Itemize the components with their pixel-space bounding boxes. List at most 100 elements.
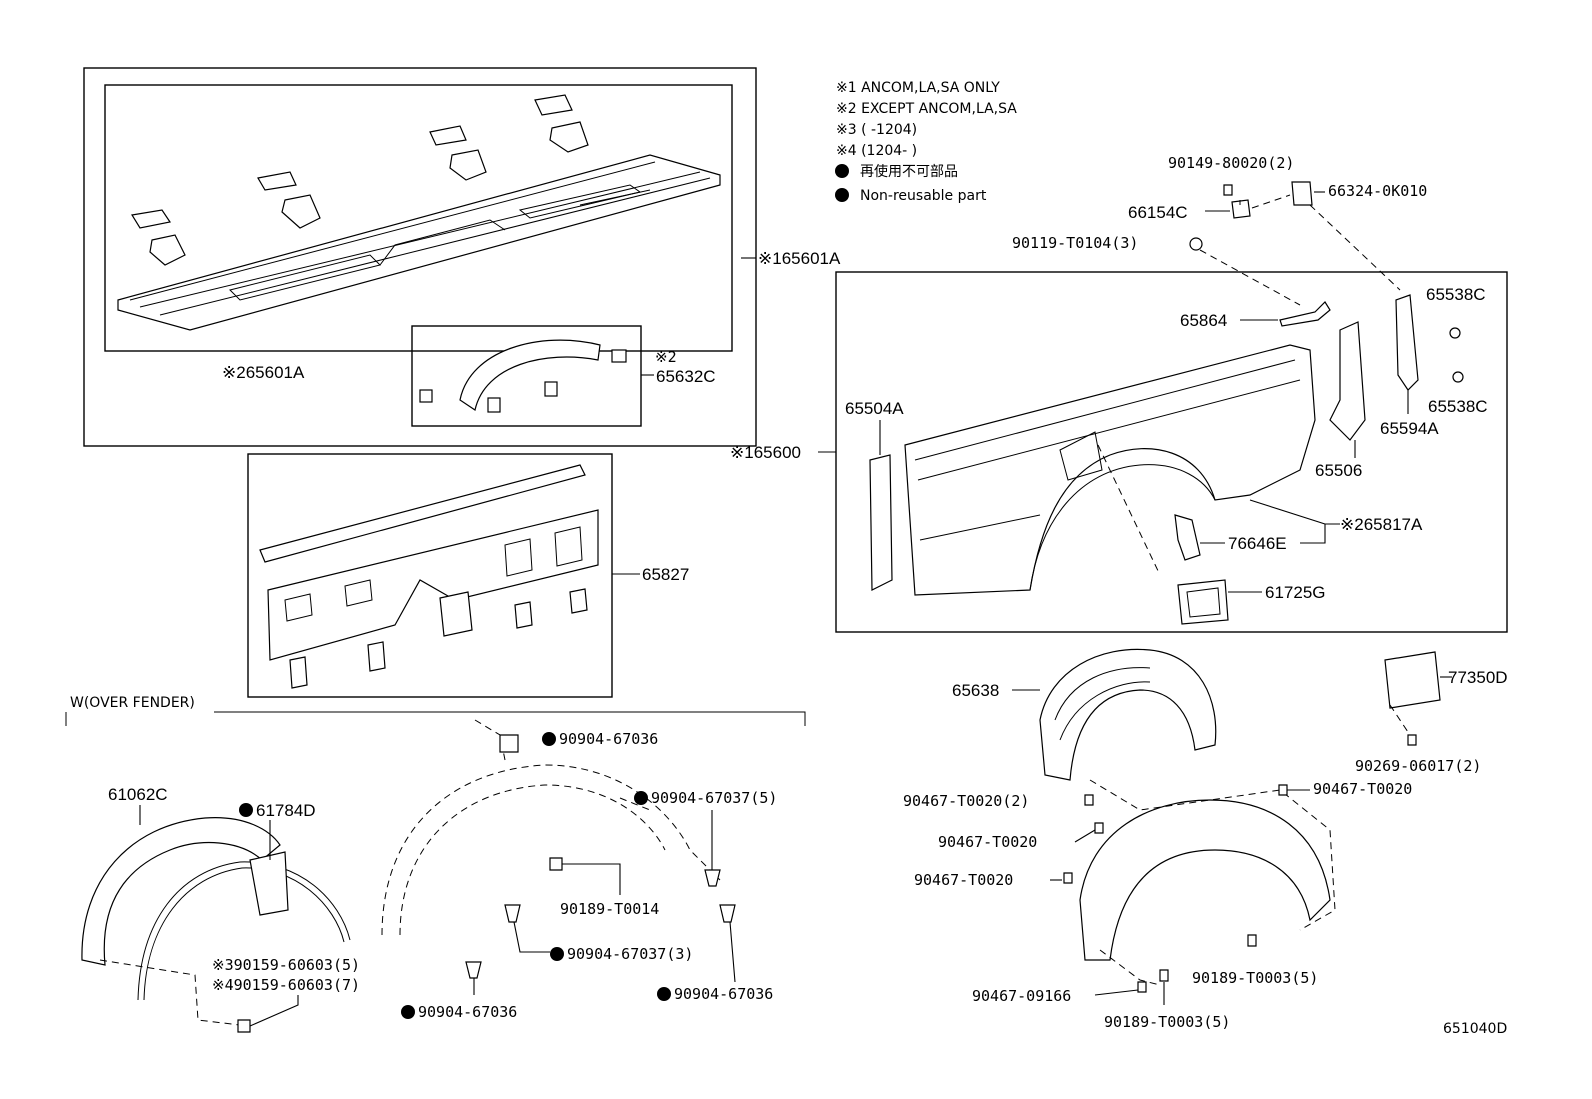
label-90189-T0003-a: 90189-T0003(5): [1192, 969, 1318, 987]
part-61725G-drawing: [1177, 579, 1229, 625]
label-65817A: ※265817A: [1340, 515, 1423, 534]
floor-brackets: [131, 94, 589, 266]
label-90467-T0020-b: 90467-T0020: [1313, 780, 1412, 798]
inner-box-floor: [104, 84, 733, 352]
note-4: ※4 (1204- ): [836, 143, 917, 159]
label-90467-T0020-2: 90467-T0020(2): [903, 792, 1029, 810]
label-66154C: 66154C: [1128, 203, 1188, 222]
non-reusable-dot-icon: [542, 732, 556, 746]
fender-liner-outline-drawing: [381, 764, 721, 936]
group-65638-liner: 65638 77350D 90269-06017(2): [952, 648, 1508, 781]
label-65827: 65827: [642, 565, 689, 584]
label-90904-67037-3: 90904-67037(3): [567, 945, 693, 963]
label-90189-T0014: 90189-T0014: [560, 900, 659, 918]
part-65594A-drawing: [1395, 294, 1419, 391]
clip-90904-67037-icon: [704, 869, 721, 887]
label-90119-T0104: 90119-T0104(3): [1012, 234, 1138, 252]
label-90159-60603-7: ※490159-60603(7): [212, 976, 360, 994]
label-65594A: 65594A: [1380, 419, 1439, 438]
label-90149-80020: 90149-80020(2): [1168, 154, 1294, 172]
label-61784D: 61784D: [256, 801, 316, 820]
non-reusable-dot-icon: [835, 164, 849, 178]
label-61725G: 61725G: [1265, 583, 1326, 602]
note-3: ※3 ( -1204): [836, 122, 917, 138]
clip-90467-icon: [1063, 872, 1073, 884]
label-90904-67036-b: 90904-67036: [418, 1003, 517, 1021]
floor-panel-drawing: [117, 154, 721, 331]
note-5: 再使用不可部品: [860, 163, 958, 180]
label-65601A-2: ※265601A: [222, 363, 305, 382]
wheel-arch-bracket-drawing: [419, 339, 627, 413]
part-65864-drawing: [1279, 301, 1331, 327]
label-90467-T0020-c: 90467-T0020: [938, 833, 1037, 851]
clip-90467-icon: [1278, 784, 1288, 796]
lid-77350D-drawing: [1384, 651, 1441, 709]
note-2: ※2 EXCEPT ANCOM,LA,SA: [836, 101, 1017, 117]
clip-90159-icon: [237, 1019, 251, 1033]
screw-90149-icon: [1223, 184, 1233, 196]
clip-90904-67036-icon: [465, 961, 482, 979]
liner-lower-drawing: [1079, 799, 1331, 961]
label-65601A-1: ※165601A: [758, 249, 841, 268]
label-61062C: 61062C: [108, 785, 168, 804]
group-65600: ※165600 65504A 65864 65506 65594A 65538C…: [730, 271, 1508, 633]
label-90189-T0003-b: 90189-T0003(5): [1104, 1013, 1230, 1031]
liner-65638-drawing: [1039, 648, 1217, 781]
bracket-66154C-icon: [1231, 199, 1251, 219]
clip-90467-icon: [1094, 822, 1104, 834]
label-90904-67037-5: 90904-67037(5): [651, 789, 777, 807]
label-65538C-b: 65538C: [1428, 397, 1488, 416]
label-65506: 65506: [1315, 461, 1362, 480]
note-6: Non-reusable part: [860, 188, 987, 204]
label-65638: 65638: [952, 681, 999, 700]
group-65827: 65827: [247, 453, 689, 698]
molding-61784D-drawing: [137, 861, 351, 1001]
label-65504A: 65504A: [845, 399, 904, 418]
clip-90904-67037-icon: [504, 904, 521, 923]
group-65601A: ※165601A ※265601A ※2 65632C: [83, 67, 841, 447]
group-top-right-fasteners: 90149-80020(2) 66324-0K010 66154C 90119-…: [1012, 154, 1427, 306]
label-65538C-a: 65538C: [1426, 285, 1486, 304]
clip-90904-67036-icon: [719, 904, 736, 923]
label-90467-09166: 90467-09166: [972, 987, 1071, 1005]
label-90467-T0020-d: 90467-T0020: [914, 871, 1013, 889]
non-reusable-dot-icon: [835, 188, 849, 202]
label-65632C: 65632C: [656, 367, 716, 386]
non-reusable-dot-icon: [634, 791, 648, 805]
group-bottom-right-liner: 90467-T0020(2) 90467-T0020 90467-T0020 9…: [903, 779, 1412, 1031]
inner-box-65632C: [411, 325, 642, 427]
bed-side-panel-drawing: [904, 344, 1316, 596]
note-1: ※1 ANCOM,LA,SA ONLY: [836, 80, 1000, 96]
bolt-90189-icon: [1247, 934, 1257, 947]
clip-90904-67036-icon: [499, 734, 519, 753]
front-panel-drawing: [259, 464, 599, 689]
clip-90467-09166-icon: [1137, 981, 1147, 993]
non-reusable-dot-icon: [401, 1005, 415, 1019]
bolt-90189-icon: [1159, 969, 1169, 982]
label-90269-06017: 90269-06017(2): [1355, 757, 1481, 775]
diagram-id: 651040D: [1443, 1021, 1507, 1037]
notes-legend: ※1 ANCOM,LA,SA ONLY ※2 EXCEPT ANCOM,LA,S…: [835, 80, 1017, 204]
label-66324-0K010: 66324-0K010: [1328, 182, 1427, 200]
label-77350D: 77350D: [1448, 668, 1508, 687]
label-90159-60603-5: ※390159-60603(5): [212, 956, 360, 974]
label-90904-67036-a: 90904-67036: [559, 730, 658, 748]
fender-61062C-drawing: [81, 817, 281, 966]
box-65827: [247, 453, 613, 698]
screw-90269-icon: [1407, 734, 1417, 746]
clip-66324-icon: [1291, 181, 1313, 206]
part-76646E-drawing: [1174, 514, 1201, 561]
label-90904-67036-c: 90904-67036: [674, 985, 773, 1003]
part-65504A-drawing: [869, 454, 893, 591]
outer-box-65601A: [83, 67, 757, 447]
bolt-90189-T0014-icon: [549, 857, 563, 871]
nut-65538C-icon: [1449, 327, 1461, 339]
non-reusable-dot-icon: [657, 987, 671, 1001]
clip-90467-icon: [1084, 794, 1094, 806]
group-over-fender: W(OVER FENDER) 61062C 61784D ※390159-606…: [65, 695, 806, 1033]
part-65506-drawing: [1329, 321, 1366, 441]
nut-65538C-icon: [1452, 371, 1464, 383]
bolt-90119-icon: [1189, 237, 1203, 251]
non-reusable-dot-icon: [239, 803, 253, 817]
